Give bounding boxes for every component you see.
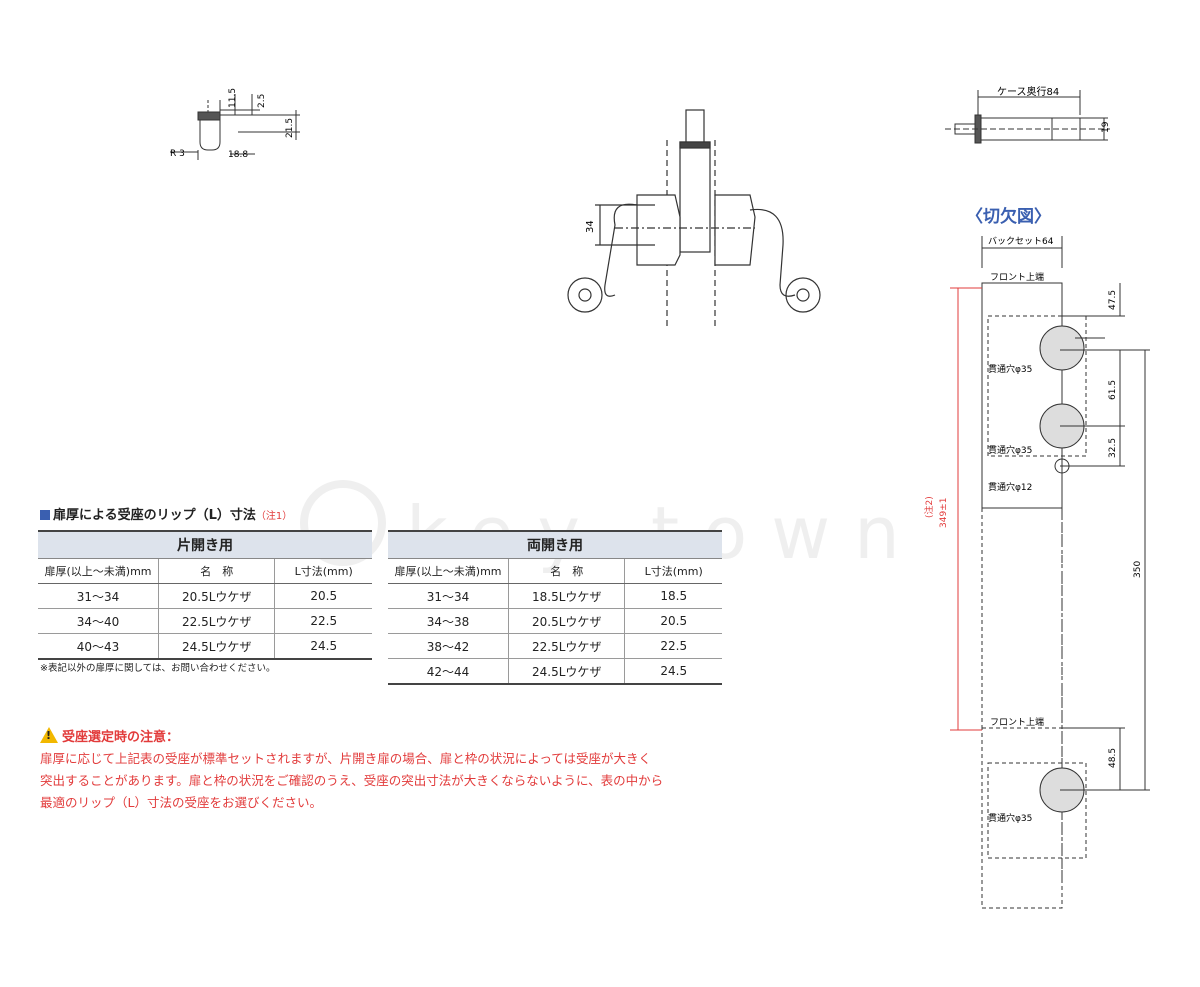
cell: 24.5Lウケザ xyxy=(157,633,275,660)
dim-18-8: 18.8 xyxy=(228,150,248,160)
dim-11-5: 11.5 xyxy=(228,88,238,108)
dim-48-5: 48.5 xyxy=(1108,748,1118,768)
cell: 22.5Lウケザ xyxy=(157,608,275,634)
double-table-title: 両開き用 xyxy=(388,530,722,559)
cell: 34〜40 xyxy=(38,608,159,634)
warning-line-1: 扉厚に応じて上記表の受座が標準セットされますが、片開き扉の場合、扉と枠の状況によ… xyxy=(40,751,652,766)
case-depth-label: ケース奥行84 xyxy=(997,85,1059,98)
table-row: 31〜34 20.5Lウケザ 20.5 xyxy=(38,583,372,609)
cell: 38〜42 xyxy=(388,633,509,659)
hole-label-1: 貫通穴φ35 xyxy=(988,363,1032,375)
warning-body: 扉厚に応じて上記表の受座が標準セットされますが、片開き扉の場合、扉と枠の状況によ… xyxy=(40,748,740,814)
dim-2-5: 2.5 xyxy=(257,94,267,108)
table-row: 42〜44 24.5Lウケザ 24.5 xyxy=(388,658,722,685)
cell: 31〜34 xyxy=(388,583,509,609)
dim-32-5: 32.5 xyxy=(1108,438,1118,458)
front-top-label-2: フロント上端 xyxy=(990,716,1044,728)
single-table-title: 片開き用 xyxy=(38,530,372,559)
warning-line-2: 突出することがあります。扉と枠の状況をご確認のうえ、受座の突出寸法が大きくならな… xyxy=(40,773,664,788)
cutaway-drawing: バックセット64 フロント上端 フロント上端 貫通穴φ35 貫通穴φ35 貫通穴… xyxy=(923,236,1150,909)
table-title-text: 扉厚による受座のリップ（L）寸法 xyxy=(53,508,256,523)
col-thickness: 扉厚(以上〜未満)mm xyxy=(388,558,509,584)
footnote: ※表記以外の扉厚に関しては、お問い合わせください。 xyxy=(40,663,276,674)
lever-handle-drawing: 34 xyxy=(567,109,821,330)
dim-r3: R 3 xyxy=(170,149,185,159)
cell: 22.5 xyxy=(624,633,722,659)
dim-47-5: 47.5 xyxy=(1108,290,1118,310)
hole-label-small: 貫通穴φ12 xyxy=(988,481,1032,493)
cell: 18.5Lウケザ xyxy=(507,583,625,609)
dim-19: 19 xyxy=(1101,121,1111,133)
col-name: 名 称 xyxy=(507,558,625,584)
dim-34: 34 xyxy=(585,220,596,233)
cell: 24.5 xyxy=(274,633,372,660)
col-name: 名 称 xyxy=(157,558,275,584)
table-row: 34〜38 20.5Lウケザ 20.5 xyxy=(388,608,722,634)
table-row: 31〜34 18.5Lウケザ 18.5 xyxy=(388,583,722,609)
col-thickness: 扉厚(以上〜未満)mm xyxy=(38,558,159,584)
cell: 31〜34 xyxy=(38,583,159,609)
cell: 20.5 xyxy=(624,608,722,634)
cell: 20.5 xyxy=(274,583,372,609)
cell: 24.5 xyxy=(624,658,722,685)
col-l-dim: L寸法(mm) xyxy=(624,558,722,584)
hole-label-3: 貫通穴φ35 xyxy=(988,812,1032,824)
title-square-icon xyxy=(40,510,50,520)
table-title: 扉厚による受座のリップ（L）寸法（注1） xyxy=(40,504,292,523)
cell: 34〜38 xyxy=(388,608,509,634)
double-door-table: 両開き用 扉厚(以上〜未満)mm 名 称 L寸法(mm) 31〜34 18.5L… xyxy=(388,530,722,685)
warning-title: 受座選定時の注意： xyxy=(40,726,179,745)
table-note: （注1） xyxy=(255,511,293,522)
dim-61-5: 61.5 xyxy=(1108,380,1118,400)
warning-title-text: 受座選定時の注意： xyxy=(62,730,180,745)
note2: (注2) xyxy=(923,496,935,518)
cell: 18.5 xyxy=(624,583,722,609)
case-depth-drawing: ケース奥行84 19 xyxy=(945,85,1111,144)
dim-21-5: 21.5 xyxy=(285,118,295,138)
hole-label-2: 貫通穴φ35 xyxy=(988,444,1032,456)
front-top-label-1: フロント上端 xyxy=(990,271,1044,283)
cell: 42〜44 xyxy=(388,658,509,685)
table-row: 38〜42 22.5Lウケザ 22.5 xyxy=(388,633,722,659)
cell: 22.5Lウケザ xyxy=(507,633,625,659)
single-door-table: 片開き用 扉厚(以上〜未満)mm 名 称 L寸法(mm) 31〜34 20.5L… xyxy=(38,530,372,660)
dim-349: 349±1 xyxy=(939,498,949,528)
cell: 20.5Lウケザ xyxy=(157,583,275,609)
cell: 40〜43 xyxy=(38,633,159,660)
backset-label: バックセット64 xyxy=(988,236,1054,247)
warning-icon xyxy=(40,727,58,743)
col-l-dim: L寸法(mm) xyxy=(274,558,372,584)
dim-350: 350 xyxy=(1133,561,1143,578)
cell: 20.5Lウケザ xyxy=(507,608,625,634)
cell: 22.5 xyxy=(274,608,372,634)
table-row: 40〜43 24.5Lウケザ 24.5 xyxy=(38,633,372,660)
cutaway-title: 〈切欠図〉 xyxy=(966,207,1051,227)
cell: 24.5Lウケザ xyxy=(507,658,625,685)
table-row: 34〜40 22.5Lウケザ 22.5 xyxy=(38,608,372,634)
warning-line-3: 最適のリップ（L）寸法の受座をお選びください。 xyxy=(40,795,322,810)
strike-profile-drawing: 11.5 2.5 21.5 R 3 18.8 xyxy=(170,88,300,160)
